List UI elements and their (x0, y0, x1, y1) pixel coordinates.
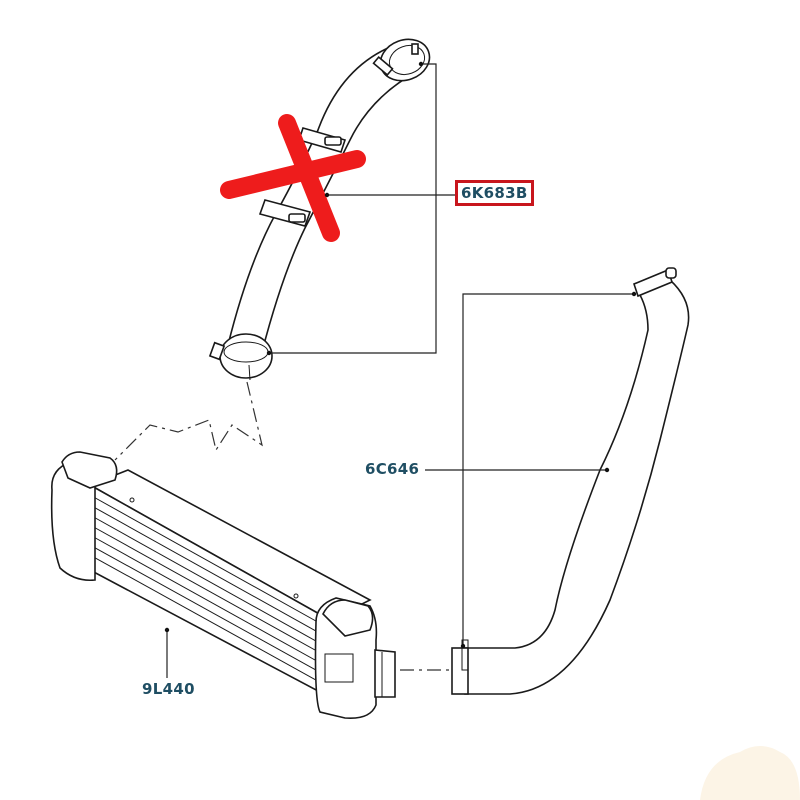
leader-6K683B (266, 61, 460, 356)
part-label-9L440[interactable]: 9L440 (142, 680, 195, 698)
part-label-6K683B[interactable]: 6K683B (455, 180, 534, 206)
leader-9L440 (164, 627, 170, 678)
leader-6C646 (425, 291, 637, 649)
upper-hose-6K683B[interactable] (208, 33, 435, 381)
connector-dashed-lines (114, 381, 450, 671)
watermark-logo (700, 746, 800, 800)
lower-hose-6C646[interactable] (451, 267, 690, 695)
intercooler-9L440[interactable] (50, 451, 396, 720)
part-label-6C646[interactable]: 6C646 (365, 460, 420, 478)
cross-out-mark (220, 114, 366, 242)
